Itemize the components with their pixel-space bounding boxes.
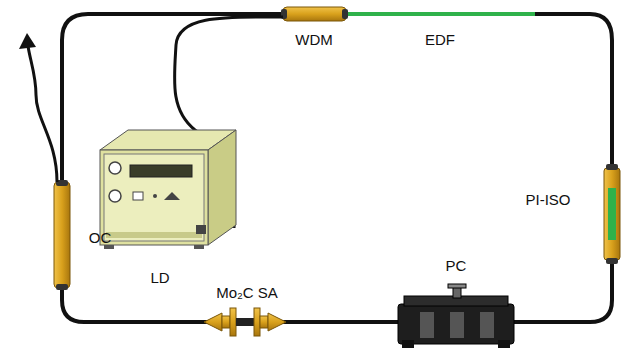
part-label: Mo₂C SA bbox=[216, 285, 278, 302]
output-arrow bbox=[19, 33, 36, 49]
polarization-controller bbox=[398, 284, 514, 348]
part-label: LD bbox=[150, 270, 169, 287]
part-label: OC bbox=[89, 230, 112, 247]
laser-diode-source bbox=[100, 130, 236, 249]
output-fiber bbox=[28, 46, 57, 182]
part-label: WDM bbox=[295, 32, 333, 49]
part-label: EDF bbox=[425, 32, 455, 49]
isolator bbox=[604, 164, 620, 264]
wdm-coupler bbox=[281, 7, 348, 21]
part-label: PI-ISO bbox=[525, 192, 570, 209]
part-label: PC bbox=[446, 258, 467, 275]
output-coupler bbox=[54, 180, 70, 290]
ring-fiber bbox=[62, 14, 612, 322]
edf-fiber bbox=[346, 12, 535, 16]
saturable-absorber-connector bbox=[204, 308, 286, 336]
